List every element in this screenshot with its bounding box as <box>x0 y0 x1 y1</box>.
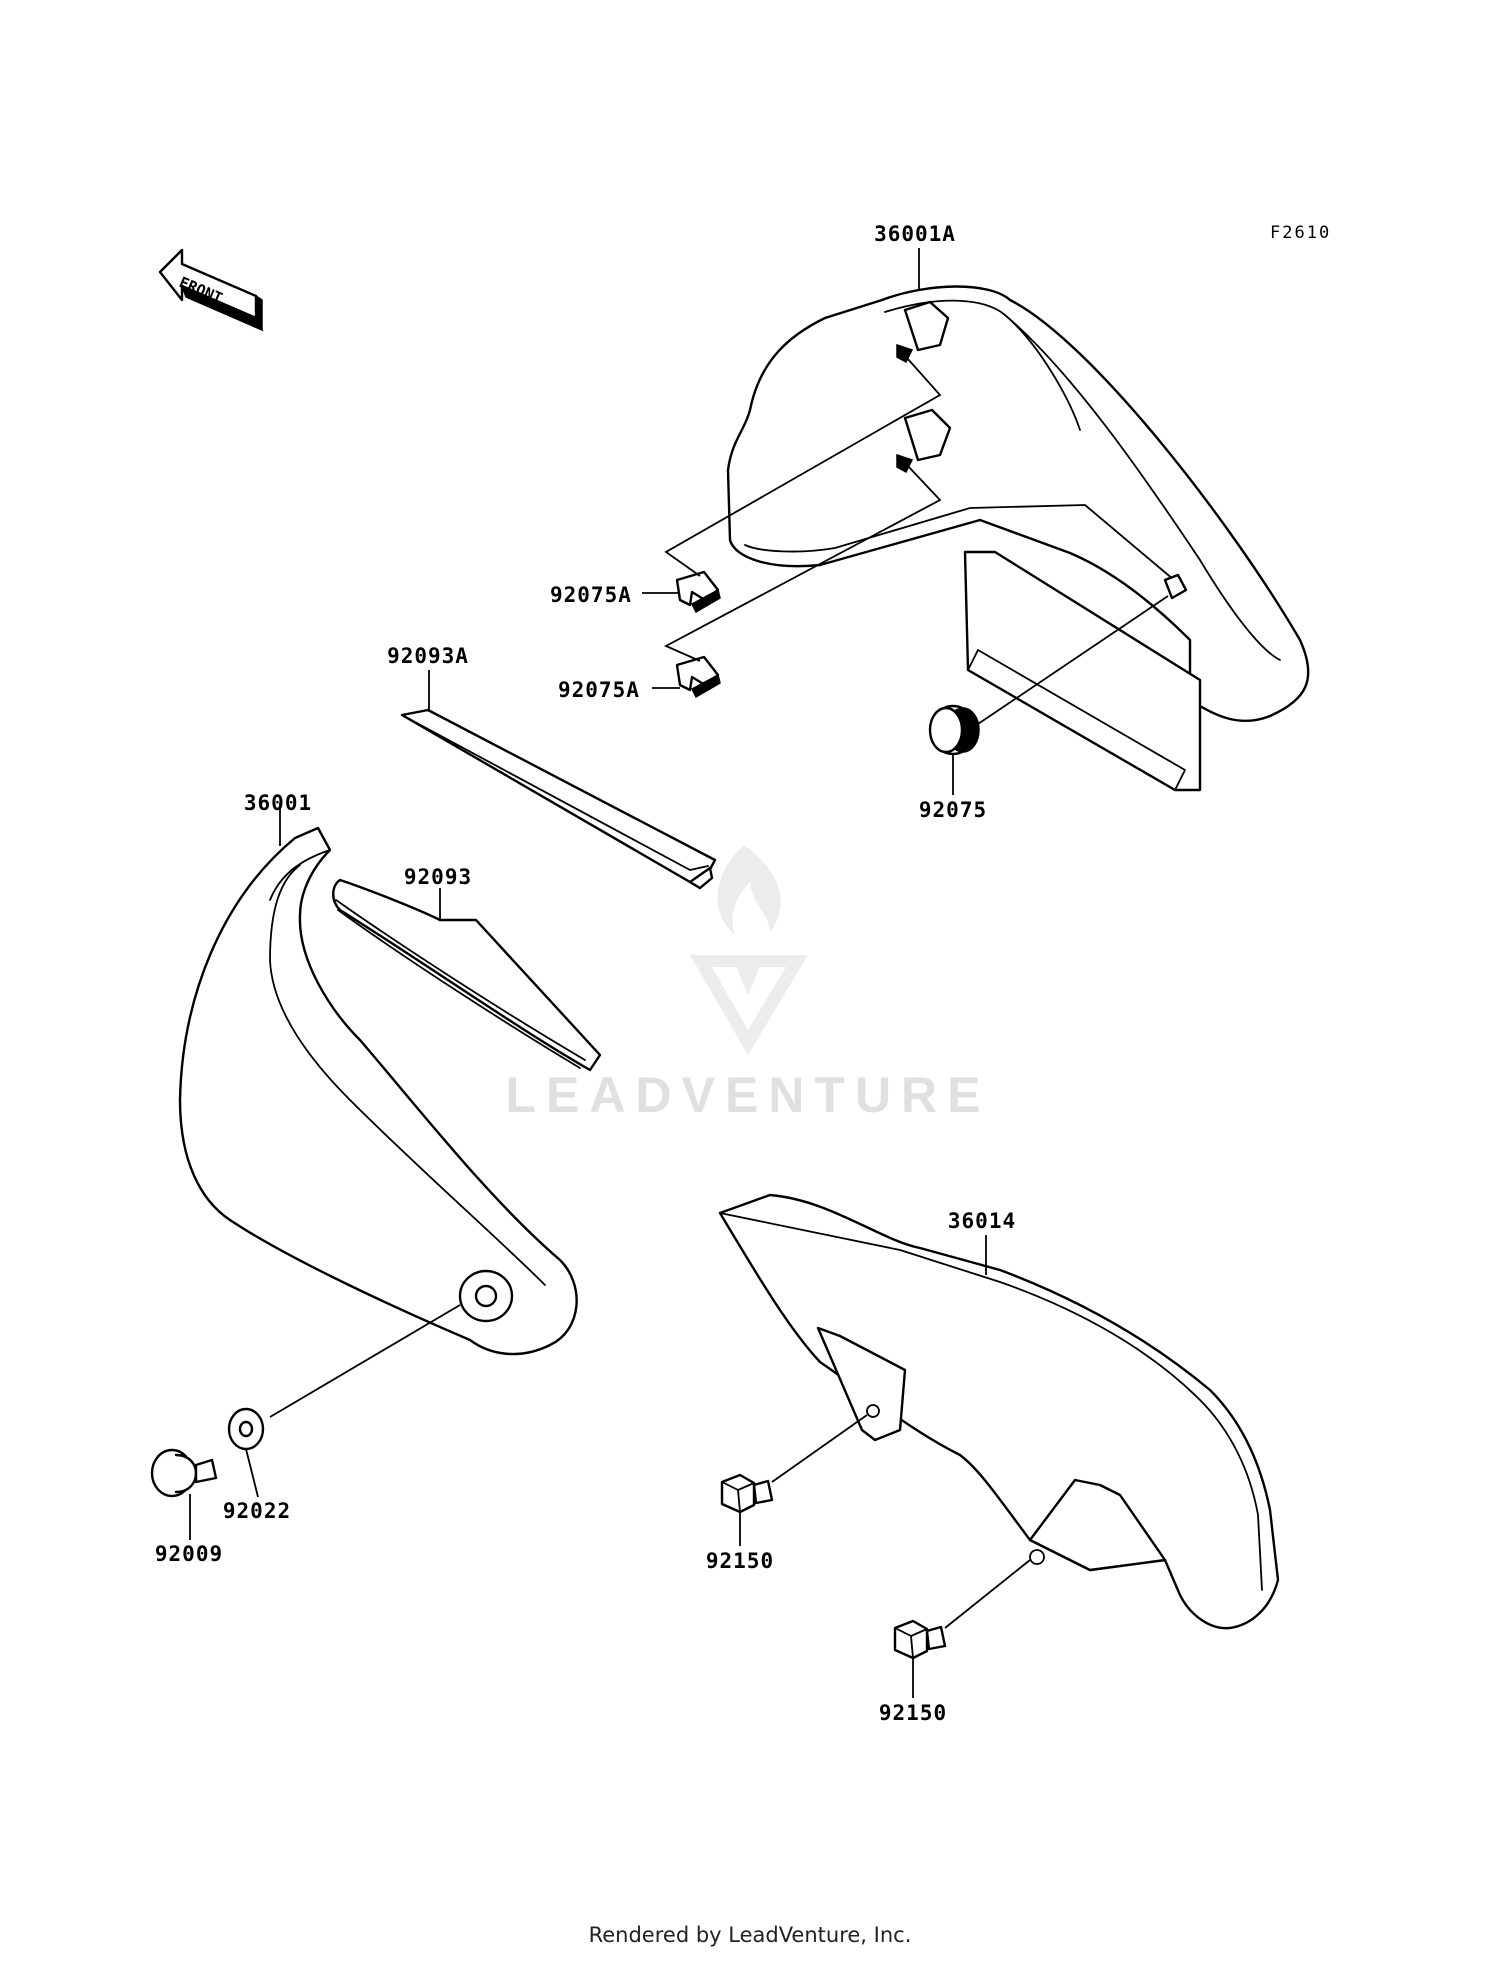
callout-92075a-lower: 92075A <box>558 678 640 702</box>
leader-lines <box>189 248 1169 1698</box>
strip-92093a <box>400 708 717 890</box>
bolt-92150-lower <box>893 1619 947 1660</box>
bolt-92009 <box>150 1448 218 1498</box>
chain-cover-36014 <box>718 1193 1280 1630</box>
callout-92150-lower: 92150 <box>879 1701 947 1725</box>
callout-36014: 36014 <box>948 1209 1016 1233</box>
callout-36001a: 36001A <box>874 222 956 246</box>
callout-92075: 92075 <box>919 798 987 822</box>
callout-92009: 92009 <box>155 1542 223 1566</box>
washer-92022 <box>227 1407 265 1451</box>
strip-92093 <box>332 878 602 1072</box>
bolt-92150-upper <box>720 1473 774 1514</box>
callout-36001: 36001 <box>244 791 312 815</box>
side-cover-36001a <box>726 285 1310 792</box>
clip-92075a-lower <box>675 655 721 699</box>
callout-92022: 92022 <box>223 1499 291 1523</box>
grommet-92075 <box>928 704 980 756</box>
side-cover-36001 <box>178 826 578 1356</box>
clip-92075a-upper <box>675 570 721 614</box>
callout-92150-upper: 92150 <box>706 1549 774 1573</box>
watermark-logo: LEADVENTURE <box>505 845 990 1123</box>
watermark-text: LEADVENTURE <box>505 1067 990 1123</box>
callout-92093: 92093 <box>404 865 472 889</box>
figure-code: F2610 <box>1270 223 1331 243</box>
front-arrow-icon: FRONT <box>158 248 264 332</box>
callout-92093a: 92093A <box>387 644 469 668</box>
footer-credit: Rendered by LeadVenture, Inc. <box>588 1923 912 1947</box>
callout-92075a-upper: 92075A <box>550 583 632 607</box>
